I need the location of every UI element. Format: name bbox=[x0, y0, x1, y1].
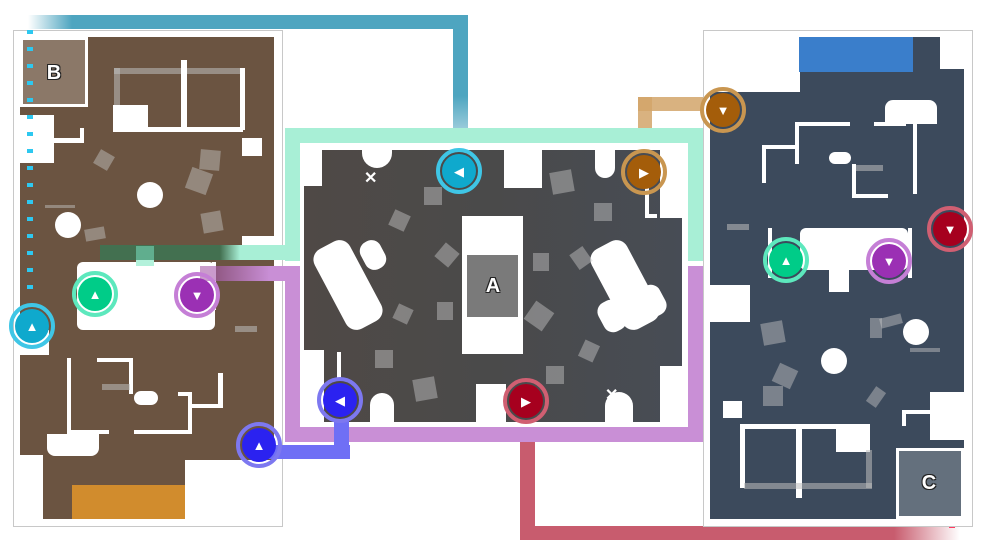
right-arrow-icon: ▶ bbox=[627, 155, 661, 189]
cyan-route-left bbox=[27, 30, 33, 300]
red-marker-right[interactable]: ▼ bbox=[927, 206, 973, 252]
x-mark-top: ✕ bbox=[364, 170, 378, 187]
orange-marker-right[interactable]: ▼ bbox=[700, 87, 746, 133]
red-marker-center[interactable]: ▶ bbox=[503, 378, 549, 424]
site-a-label: A bbox=[485, 275, 501, 297]
site-a-zone bbox=[467, 255, 518, 317]
x-mark-bottom: ✕ bbox=[605, 387, 619, 404]
blue-route-up bbox=[334, 420, 349, 458]
right-arrow-icon: ▶ bbox=[509, 384, 543, 418]
up-arrow-icon: ▲ bbox=[15, 309, 49, 343]
red-route-down bbox=[520, 420, 535, 540]
cyan-marker-left[interactable]: ▲ bbox=[9, 303, 55, 349]
purple-marker-left[interactable]: ▼ bbox=[174, 272, 220, 318]
cover-circle bbox=[137, 182, 163, 208]
cover-circle bbox=[55, 212, 81, 238]
spawn-zone-blue bbox=[799, 37, 913, 72]
up-arrow-icon: ▲ bbox=[242, 428, 276, 462]
cyan-route-down bbox=[453, 15, 468, 150]
left-arrow-icon: ◀ bbox=[323, 383, 357, 417]
up-arrow-icon: ▲ bbox=[769, 243, 803, 277]
cyan-marker-center[interactable]: ◀ bbox=[436, 148, 482, 194]
site-c-zone bbox=[896, 448, 964, 519]
spawn-zone-orange bbox=[72, 485, 185, 519]
cover-circle bbox=[903, 319, 929, 345]
down-arrow-icon: ▼ bbox=[706, 93, 740, 127]
red-route-bottom bbox=[520, 526, 960, 540]
green-marker-right[interactable]: ▲ bbox=[763, 237, 809, 283]
orange-route bbox=[638, 97, 718, 111]
cyan-route-top bbox=[28, 15, 468, 29]
blue-marker-left[interactable]: ▲ bbox=[236, 422, 282, 468]
green-route-left bbox=[285, 128, 300, 261]
green-route-left-branch bbox=[100, 245, 300, 260]
purple-route-bottom bbox=[285, 427, 703, 442]
green-route-right bbox=[688, 128, 703, 261]
purple-marker-right[interactable]: ▼ bbox=[866, 238, 912, 284]
purple-route-left-branch bbox=[200, 266, 300, 281]
orange-marker-center[interactable]: ▶ bbox=[621, 149, 667, 195]
up-arrow-icon: ▲ bbox=[78, 277, 112, 311]
cover-circle bbox=[821, 348, 847, 374]
site-b-label: B bbox=[46, 62, 62, 84]
purple-route-left bbox=[285, 266, 300, 441]
purple-route-right bbox=[688, 266, 703, 441]
green-marker-left[interactable]: ▲ bbox=[72, 271, 118, 317]
down-arrow-icon: ▼ bbox=[933, 212, 967, 246]
green-route-top bbox=[285, 128, 703, 143]
down-arrow-icon: ▼ bbox=[872, 244, 906, 278]
site-c-label: C bbox=[921, 472, 937, 494]
down-arrow-icon: ▼ bbox=[180, 278, 214, 312]
blue-marker-center[interactable]: ◀ bbox=[317, 377, 363, 423]
left-arrow-icon: ◀ bbox=[442, 154, 476, 188]
